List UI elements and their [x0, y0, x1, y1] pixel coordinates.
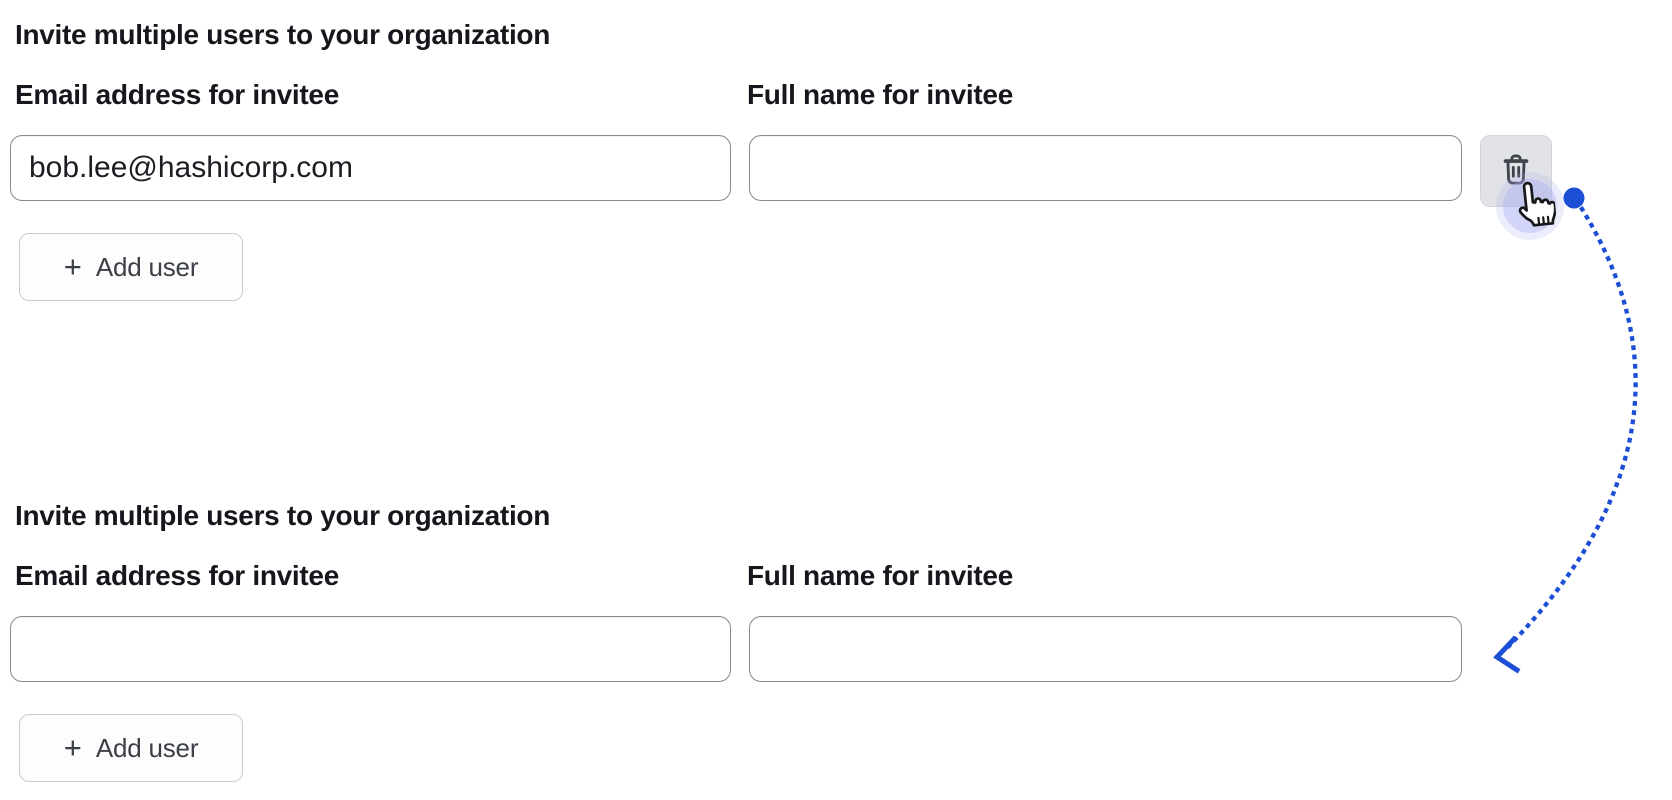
invite-form-section-2: Invite multiple users to your organizati… — [0, 481, 1672, 800]
full-name-input[interactable] — [749, 135, 1462, 201]
plus-icon: + — [63, 248, 82, 284]
email-label: Email address for invitee — [15, 560, 339, 591]
section-heading: Invite multiple users to your organizati… — [15, 500, 551, 531]
full-name-label: Full name for invitee — [747, 79, 1013, 110]
add-user-label: Add user — [95, 251, 199, 282]
add-user-button[interactable]: + Add user — [19, 714, 243, 782]
plus-icon: + — [63, 729, 82, 765]
trash-icon — [1499, 152, 1533, 191]
email-input[interactable] — [10, 135, 731, 201]
email-input[interactable] — [10, 616, 731, 682]
add-user-button[interactable]: + Add user — [19, 233, 243, 301]
delete-row-button[interactable] — [1480, 135, 1552, 207]
email-label: Email address for invitee — [15, 79, 339, 110]
section-heading: Invite multiple users to your organizati… — [15, 19, 551, 50]
full-name-label: Full name for invitee — [747, 560, 1013, 591]
add-user-label: Add user — [95, 732, 199, 763]
invite-form-section-1: Invite multiple users to your organizati… — [0, 0, 1672, 320]
full-name-input[interactable] — [749, 616, 1462, 682]
